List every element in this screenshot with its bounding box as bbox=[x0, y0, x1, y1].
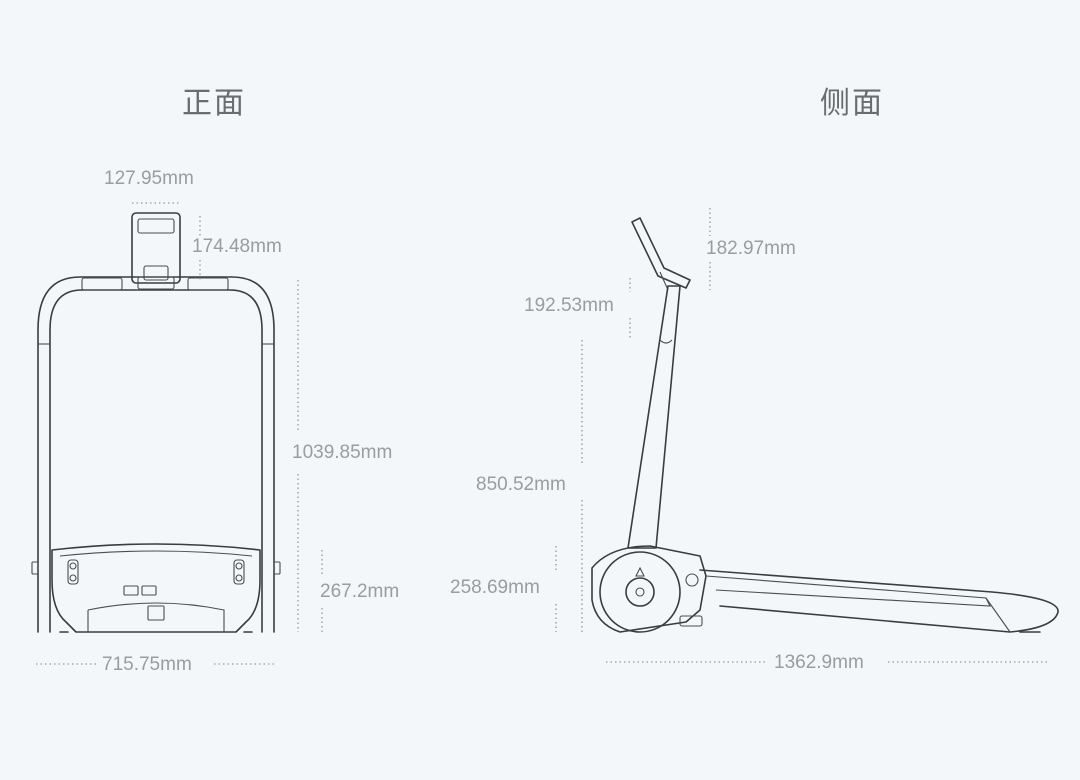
side-base-height-label: 258.69mm bbox=[450, 577, 540, 598]
side-deck bbox=[699, 569, 1059, 633]
side-handle bbox=[631, 217, 691, 289]
front-dimension-lines bbox=[36, 202, 323, 665]
side-view-drawing bbox=[591, 217, 1059, 633]
front-view-title: 正面 bbox=[182, 86, 246, 121]
side-post-height-label: 850.52mm bbox=[476, 474, 566, 495]
front-base bbox=[51, 543, 261, 633]
front-handle-height-label: 174.48mm bbox=[192, 236, 282, 257]
side-view-title: 侧面 bbox=[820, 86, 884, 121]
front-frame bbox=[37, 276, 275, 633]
side-length-label: 1362.9mm bbox=[774, 652, 864, 673]
front-handle bbox=[131, 212, 181, 284]
side-dimension-lines bbox=[555, 208, 1048, 663]
front-handle-width-label: 127.95mm bbox=[104, 168, 194, 189]
side-handle-offset-label: 192.53mm bbox=[524, 295, 614, 316]
front-view-drawing bbox=[31, 212, 281, 633]
side-base bbox=[591, 545, 707, 633]
front-base-height-label: 267.2mm bbox=[320, 581, 400, 602]
front-total-height-label: 1039.85mm bbox=[292, 442, 393, 463]
side-handle-height-label: 182.97mm bbox=[706, 238, 796, 259]
front-width-label: 715.75mm bbox=[102, 654, 192, 675]
side-post bbox=[627, 285, 681, 549]
